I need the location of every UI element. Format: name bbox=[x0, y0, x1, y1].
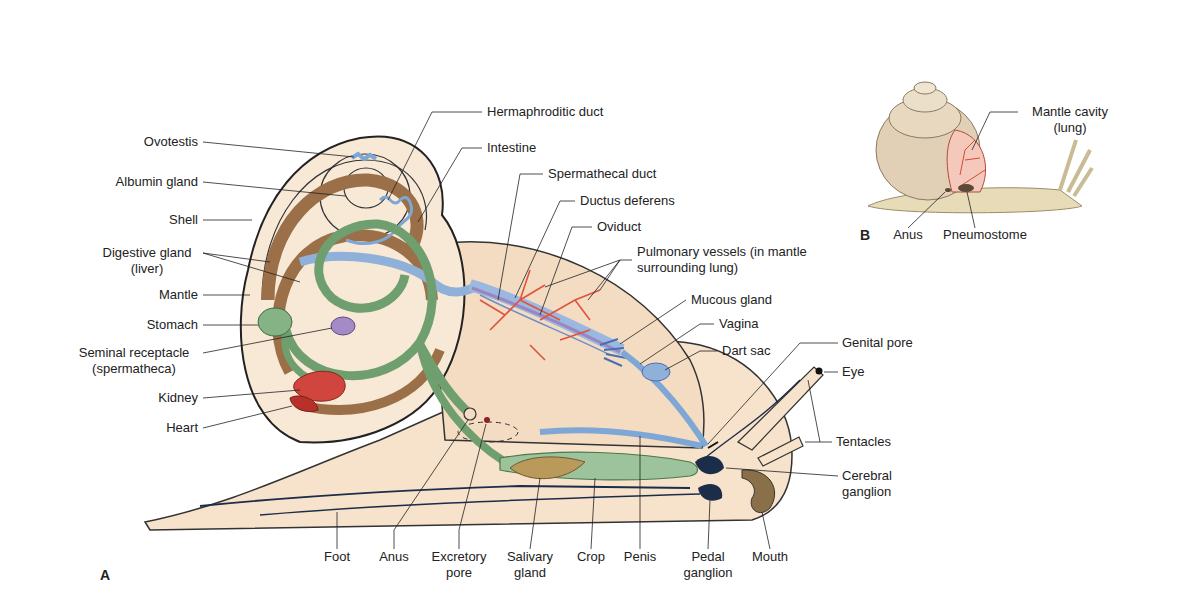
part-label: Penis bbox=[624, 549, 657, 565]
part-label: Excretory pore bbox=[423, 549, 495, 581]
part-label: Eye bbox=[842, 364, 864, 380]
part-label: Heart bbox=[166, 420, 198, 436]
part-label: Albumin gland bbox=[116, 174, 198, 190]
part-label: Hermaphroditic duct bbox=[487, 104, 603, 120]
part-label: Salivary gland bbox=[499, 549, 561, 581]
part-label: Stomach bbox=[147, 317, 198, 333]
part-label: Ovotestis bbox=[144, 134, 198, 150]
panel-letter: A bbox=[100, 567, 110, 583]
part-label: Seminal receptacle (spermatheca) bbox=[70, 345, 198, 377]
part-label: Genital pore bbox=[842, 335, 913, 351]
part-label: Digestive gland (liver) bbox=[96, 245, 198, 277]
part-label: Shell bbox=[169, 212, 198, 228]
part-label: Pulmonary vessels (in mantle surrounding… bbox=[637, 244, 832, 276]
part-label: Mouth bbox=[752, 549, 788, 565]
part-label: Ductus deferens bbox=[580, 193, 675, 209]
part-label: Foot bbox=[324, 549, 350, 565]
part-label: Mantle bbox=[159, 287, 198, 303]
part-label: Mucous gland bbox=[691, 292, 772, 308]
part-label: Dart sac bbox=[722, 343, 770, 359]
part-label: Anus bbox=[379, 549, 409, 565]
part-label: Oviduct bbox=[597, 219, 641, 235]
part-label: Anus bbox=[893, 227, 923, 243]
part-label: Pneumostome bbox=[943, 227, 1027, 243]
part-label: Kidney bbox=[158, 390, 198, 406]
part-label: Cerebral ganglion bbox=[842, 468, 914, 500]
part-label: Pedal ganglion bbox=[674, 549, 742, 581]
part-label: Vagina bbox=[719, 316, 759, 332]
panel-letter: B bbox=[860, 227, 870, 243]
part-label: Tentacles bbox=[836, 434, 891, 450]
part-label: Intestine bbox=[487, 140, 536, 156]
part-label: Spermathecal duct bbox=[548, 166, 656, 182]
part-label: Mantle cavity (lung) bbox=[1018, 104, 1122, 136]
part-label: Crop bbox=[577, 549, 605, 565]
